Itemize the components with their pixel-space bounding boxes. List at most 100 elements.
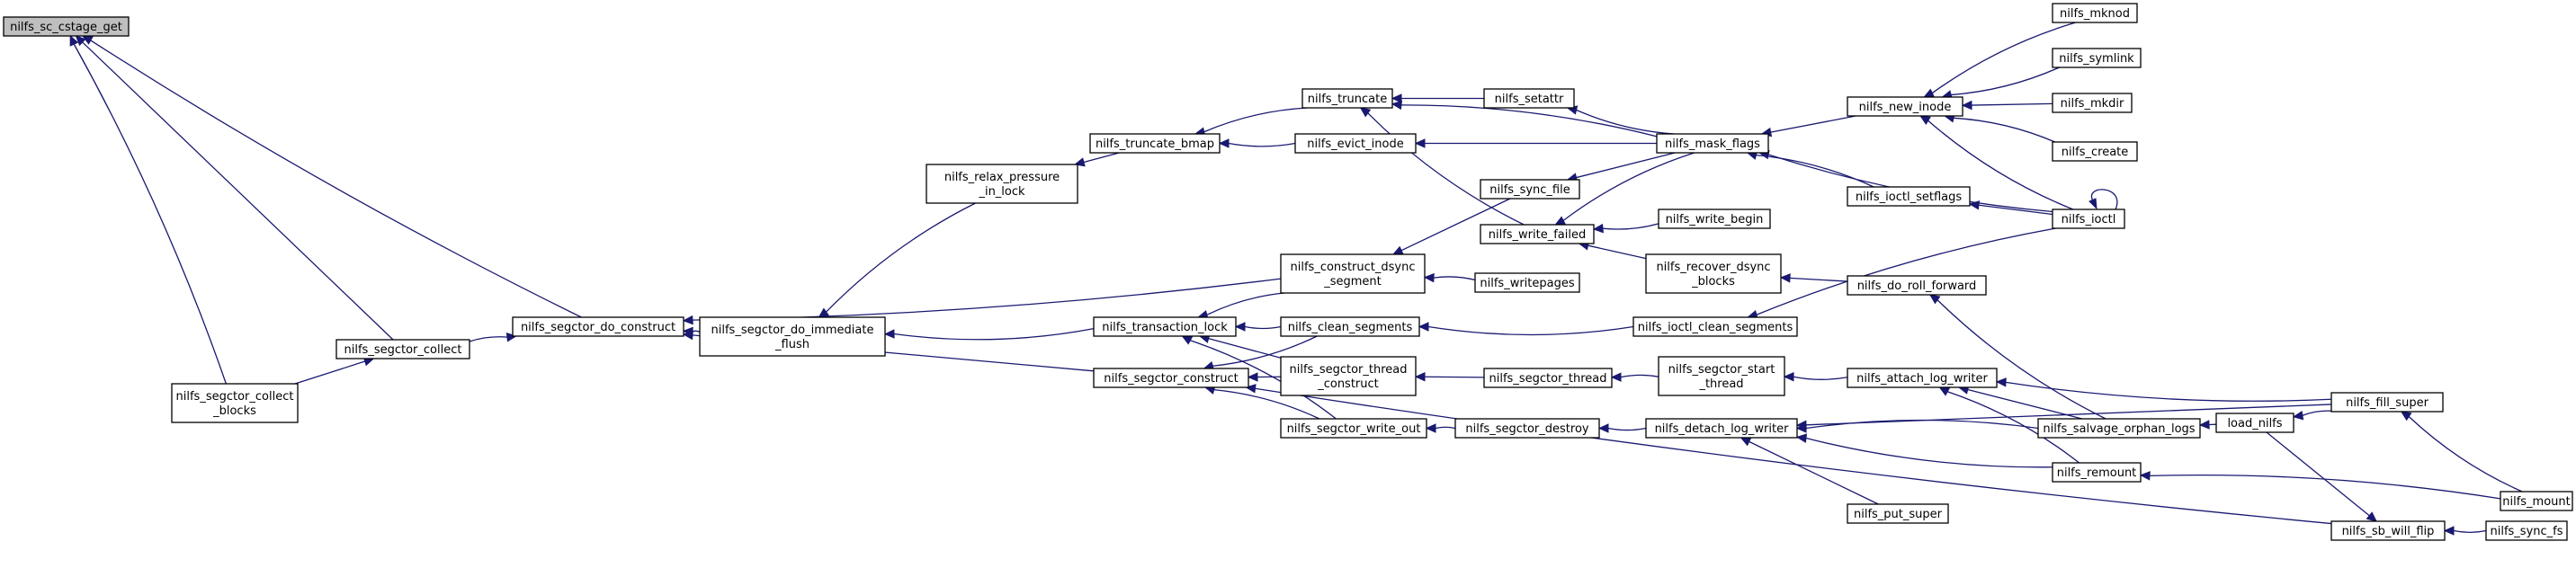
node-box [2500, 491, 2573, 511]
node-box [1658, 356, 1785, 396]
node-label: nilfs_truncate_bmap [1096, 138, 1214, 151]
node-nilfs-mask-flags[interactable]: nilfs_mask_flags [1656, 133, 1769, 154]
node-load-nilfs[interactable]: load_nilfs [2215, 413, 2294, 433]
node-nilfs-remount[interactable]: nilfs_remount [2052, 462, 2142, 483]
node-nilfs-sb-will-flip[interactable]: nilfs_sb_will_flip [2330, 520, 2446, 541]
node-nilfs-clean-segments[interactable]: nilfs_clean_segments [1280, 316, 1420, 337]
edge-nilfs-evict-inode-to-nilfs-truncate-bmap [1218, 138, 1296, 148]
node-nilfs-recover-dsync-blocks[interactable]: nilfs_recover_dsync_blocks [1645, 253, 1782, 294]
edge-nilfs-mount-to-nilfs-fill-super [2400, 411, 2523, 493]
edge-nilfs-sync-fs-to-nilfs-sb-will-flip [2443, 526, 2487, 536]
node-nilfs-segctor-do-immediate-flush[interactable]: nilfs_segctor_do_immediate_flush [699, 316, 886, 357]
node-nilfs-truncate[interactable]: nilfs_truncate [1301, 88, 1393, 109]
node-box [2037, 418, 2201, 439]
edge-nilfs-construct-dsync-segment-to-nilfs-transaction-lock [1197, 292, 1284, 320]
edge-nilfs-detach-log-writer-to-nilfs-segctor-destroy [1597, 423, 1647, 433]
node-label: nilfs_writepages [1480, 277, 1574, 290]
edge-nilfs-ioctl-clean-segments-to-nilfs-clean-segments [1418, 322, 1634, 336]
node-nilfs-create[interactable]: nilfs_create [2052, 141, 2138, 162]
node-box [1658, 209, 1771, 229]
node-nilfs-mount[interactable]: nilfs_mount [2500, 491, 2573, 511]
node-label: nilfs_new_inode [1859, 101, 1952, 114]
node-label: nilfs_segctor_write_out [1287, 422, 1421, 436]
node-box [1280, 356, 1417, 396]
edge-nilfs-relax-pressure-in-lock-to-nilfs-segctor-do-immediate-flush [818, 202, 976, 318]
node-nilfs-write-failed[interactable]: nilfs_write_failed [1480, 224, 1595, 244]
node-box [1656, 133, 1769, 154]
node-nilfs-mknod[interactable]: nilfs_mknod [2052, 3, 2138, 23]
node-nilfs-segctor-write-out[interactable]: nilfs_segctor_write_out [1280, 418, 1427, 439]
node-nilfs-evict-inode[interactable]: nilfs_evict_inode [1294, 133, 1417, 154]
node-label: nilfs_segctor_destroy [1465, 422, 1589, 436]
node-nilfs-write-begin[interactable]: nilfs_write_begin [1658, 209, 1771, 229]
node-nilfs-segctor-destroy[interactable]: nilfs_segctor_destroy [1454, 418, 1600, 439]
edge-nilfs-salvage-orphan-logs-to-nilfs-do-roll-forward [1928, 294, 2106, 420]
node-label: nilfs_mount [2502, 495, 2571, 509]
node-label: nilfs_symlink [2059, 52, 2134, 66]
node-nilfs-truncate-bmap[interactable]: nilfs_truncate_bmap [1089, 133, 1221, 154]
node-nilfs-construct-dsync-segment[interactable]: nilfs_construct_dsync_segment [1280, 253, 1426, 294]
edge-nilfs-attach-log-writer-to-nilfs-segctor-start-thread [1783, 371, 1848, 382]
edge-nilfs-create-to-nilfs-new-inode [1944, 113, 2055, 143]
node-nilfs-segctor-thread-construct[interactable]: nilfs_segctor_thread_construct [1280, 356, 1417, 396]
node-nilfs-mkdir[interactable]: nilfs_mkdir [2052, 93, 2133, 113]
node-nilfs-segctor-collect-blocks[interactable]: nilfs_segctor_collect_blocks [171, 383, 299, 423]
node-nilfs-ioctl[interactable]: nilfs_ioctl [2052, 209, 2125, 229]
node-nilfs-new-inode[interactable]: nilfs_new_inode [1847, 96, 1963, 117]
node-nilfs-setattr[interactable]: nilfs_setattr [1483, 88, 1575, 109]
node-nilfs-sc-cstage-get[interactable]: nilfs_sc_cstage_get [3, 16, 130, 37]
node-nilfs-put-super[interactable]: nilfs_put_super [1847, 503, 1949, 524]
node-box [512, 316, 684, 337]
node-label: nilfs_salvage_orphan_logs [2043, 422, 2195, 436]
edge-nilfs-mask-flags-to-nilfs-evict-inode [1414, 138, 1657, 148]
node-box [699, 316, 886, 357]
node-nilfs-writepages[interactable]: nilfs_writepages [1474, 272, 1580, 293]
node-nilfs-do-roll-forward[interactable]: nilfs_do_roll_forward [1847, 275, 1987, 296]
node-box [2485, 520, 2568, 541]
edge-nilfs-mask-flags-to-nilfs-setattr [1566, 105, 1675, 135]
node-label: nilfs_segctor_collect [176, 390, 294, 404]
node-nilfs-sync-fs[interactable]: nilfs_sync_fs [2485, 520, 2568, 541]
node-label: nilfs_segctor_thread [1489, 372, 1607, 386]
node-nilfs-detach-log-writer[interactable]: nilfs_detach_log_writer [1645, 418, 1798, 439]
node-nilfs-fill-super[interactable]: nilfs_fill_super [2330, 392, 2444, 413]
node-nilfs-relax-pressure-in-lock[interactable]: nilfs_relax_pressure_in_lock [926, 164, 1078, 204]
node-box [1093, 368, 1249, 388]
node-label: _construct [1317, 377, 1379, 391]
node-nilfs-attach-log-writer[interactable]: nilfs_attach_log_writer [1847, 368, 1998, 388]
edge-nilfs-ioctl-to-nilfs-ioctl-setflags [1968, 200, 2053, 216]
node-label: nilfs_attach_log_writer [1856, 372, 1988, 386]
node-box [1483, 88, 1575, 109]
node-nilfs-symlink[interactable]: nilfs_symlink [2052, 48, 2142, 68]
edge-nilfs-ioctl-to-nilfs-new-inode [1919, 115, 2074, 210]
edge-nilfs-transaction-lock-to-nilfs-segctor-do-immediate-flush [883, 327, 1095, 341]
node-box [2330, 392, 2444, 413]
edge-nilfs-segctor-start-thread-to-nilfs-segctor-thread [1610, 372, 1659, 382]
node-nilfs-transaction-lock[interactable]: nilfs_transaction_lock [1093, 316, 1237, 337]
node-box [335, 339, 470, 359]
node-label: _blocks [212, 404, 256, 418]
node-label: nilfs_transaction_lock [1102, 321, 1228, 334]
node-label: nilfs_segctor_do_construct [521, 321, 675, 334]
node-label: _flush [774, 338, 809, 351]
edge-nilfs-salvage-orphan-logs-to-nilfs-detach-log-writer [1795, 419, 2039, 433]
node-box [1847, 186, 1971, 207]
node-nilfs-segctor-construct[interactable]: nilfs_segctor_construct [1093, 368, 1249, 388]
node-box [1847, 96, 1963, 117]
node-label: nilfs_construct_dsync [1291, 261, 1416, 274]
node-nilfs-segctor-thread[interactable]: nilfs_segctor_thread [1483, 368, 1613, 388]
node-label: nilfs_fill_super [2346, 396, 2428, 410]
node-label: nilfs_mask_flags [1665, 138, 1760, 151]
node-nilfs-segctor-start-thread[interactable]: nilfs_segctor_start_thread [1658, 356, 1785, 396]
edge-nilfs-ioctl-to-nilfs-ioctl [2089, 189, 2118, 210]
node-box [2330, 520, 2446, 541]
node-nilfs-ioctl-setflags[interactable]: nilfs_ioctl_setflags [1847, 186, 1971, 207]
node-nilfs-segctor-do-construct[interactable]: nilfs_segctor_do_construct [512, 316, 684, 337]
node-nilfs-ioctl-clean-segments[interactable]: nilfs_ioctl_clean_segments [1632, 316, 1798, 337]
node-nilfs-sync-file[interactable]: nilfs_sync_file [1480, 179, 1580, 200]
node-nilfs-salvage-orphan-logs[interactable]: nilfs_salvage_orphan_logs [2037, 418, 2201, 439]
node-box [1280, 316, 1420, 337]
node-box [1480, 179, 1580, 200]
node-nilfs-segctor-collect[interactable]: nilfs_segctor_collect [335, 339, 470, 359]
node-box [926, 164, 1078, 204]
